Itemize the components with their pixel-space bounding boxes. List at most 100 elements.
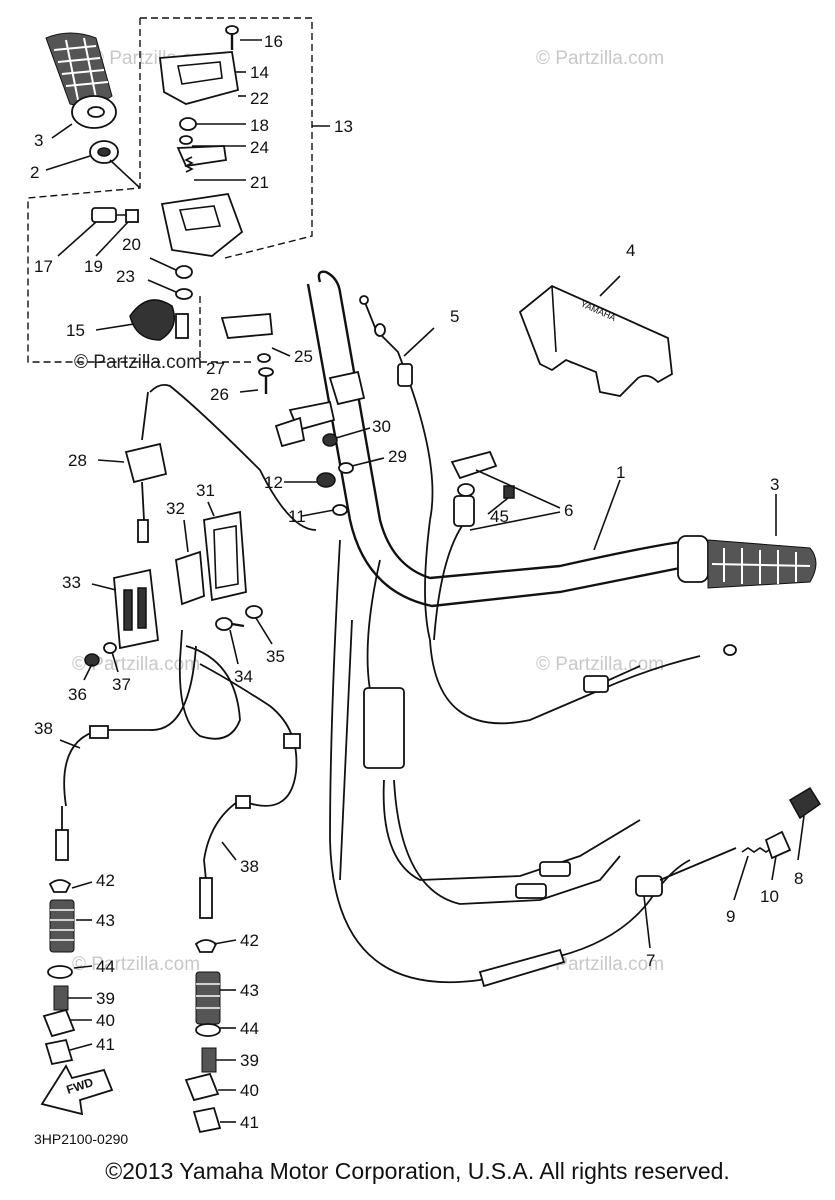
throttle-housing (160, 193, 244, 257)
washer-24 (179, 135, 193, 145)
callout-33: 33 (62, 573, 81, 592)
callout-42-left: 42 (96, 871, 115, 890)
callout-3-right: 3 (770, 475, 779, 494)
callout-11: 11 (288, 507, 306, 526)
callout-43-right: 43 (240, 981, 259, 1000)
cable-lower-long (339, 619, 353, 881)
brake-cable-7 (329, 539, 737, 988)
switch-cable-6 (433, 450, 515, 641)
callout-42-right: 42 (240, 931, 259, 950)
callout-41-right: 41 (240, 1113, 259, 1132)
callout-38-right: 38 (240, 857, 259, 876)
callout-3-left: 3 (34, 131, 43, 150)
leader-lines (45, 39, 805, 1123)
washer-27 (257, 353, 271, 363)
callout-5: 5 (450, 307, 459, 326)
washer-35 (245, 605, 263, 619)
clamp-25 (220, 313, 273, 339)
callout-7: 7 (646, 951, 655, 970)
lever-bracket (274, 370, 366, 448)
callout-44-left: 44 (96, 957, 115, 976)
callouts: 16 14 22 18 24 13 21 3 2 17 19 20 23 15 … (30, 32, 803, 1132)
right-fastener-stack (184, 939, 222, 1134)
callout-45: 45 (490, 507, 509, 526)
lever-plate (176, 145, 228, 167)
joint-8 (788, 786, 822, 820)
right-grip (677, 535, 817, 589)
callout-18: 18 (250, 116, 269, 135)
washer-29 (338, 462, 354, 474)
left-fastener-stack (42, 879, 76, 1066)
handlebar (306, 270, 681, 608)
assembly-13-box-upper (140, 17, 313, 259)
callout-44-right: 44 (240, 1019, 259, 1038)
screw-36 (84, 653, 100, 667)
throttle-cover (158, 51, 240, 105)
callout-29: 29 (388, 447, 407, 466)
callout-17: 17 (34, 257, 53, 276)
cable-5 (359, 295, 434, 641)
callout-41-left: 41 (96, 1035, 115, 1054)
callout-19: 19 (84, 257, 103, 276)
callout-25: 25 (294, 347, 313, 366)
assembly-13-box-lower (199, 296, 252, 363)
screw-34 (215, 617, 245, 631)
callout-1: 1 (616, 463, 625, 482)
callout-6: 6 (564, 501, 573, 520)
callout-12: 12 (264, 473, 283, 492)
nut-19 (125, 209, 139, 223)
left-grip (45, 32, 117, 129)
bracket-32 (175, 550, 205, 606)
watermark-bottom-right: © Partzilla.com (536, 954, 664, 975)
callout-43-left: 43 (96, 911, 115, 930)
callout-34: 34 (234, 667, 253, 686)
callout-27: 27 (206, 359, 225, 378)
switch-31 (203, 510, 247, 602)
callout-24: 24 (250, 138, 269, 157)
clutch-cable (149, 383, 641, 905)
callout-30: 30 (372, 417, 391, 436)
handlebar-pad: YAMAHA (518, 284, 673, 397)
washer-37 (103, 642, 117, 654)
nut-18 (179, 117, 197, 131)
callout-36: 36 (68, 685, 87, 704)
grip-ring (89, 140, 119, 164)
callout-35: 35 (266, 647, 285, 666)
callout-16: 16 (264, 32, 283, 51)
callout-23: 23 (116, 267, 135, 286)
callout-39-left: 39 (96, 989, 115, 1008)
bolt-26 (258, 367, 274, 394)
spring-21 (184, 156, 194, 173)
diagram-code: 3HP2100-0290 (34, 1131, 128, 1147)
assembly-13-box-upper-left (27, 18, 160, 363)
watermark-top-right: © Partzilla.com (536, 48, 664, 69)
callout-39-right: 39 (240, 1051, 259, 1070)
fitting-10 (764, 830, 792, 860)
nut-20 (175, 265, 193, 279)
adjuster-12 (316, 472, 336, 488)
callout-20: 20 (122, 235, 141, 254)
callout-8: 8 (794, 869, 803, 888)
hose-left-38 (55, 629, 298, 861)
callout-37: 37 (112, 675, 131, 694)
callout-28: 28 (68, 451, 87, 470)
callout-14: 14 (250, 63, 269, 82)
spring-9 (741, 847, 773, 853)
fwd-arrow: FWD (40, 1064, 114, 1116)
callout-4: 4 (626, 241, 635, 260)
callout-40-left: 40 (96, 1011, 115, 1030)
switch-28 (124, 391, 168, 543)
screw-16 (225, 25, 239, 50)
watermark-bottom-left: © Partzilla.com (72, 954, 200, 975)
throttle-cable (429, 639, 737, 725)
callout-38-left: 38 (34, 719, 53, 738)
callout-9: 9 (726, 907, 735, 926)
callout-40-right: 40 (240, 1081, 259, 1100)
plate-33 (113, 568, 159, 650)
callout-26: 26 (210, 385, 229, 404)
copyright-notice: ©2013 Yamaha Motor Corporation, U.S.A. A… (105, 1158, 730, 1184)
callout-2: 2 (30, 163, 39, 182)
callout-10: 10 (760, 887, 779, 906)
washer-23 (175, 288, 193, 300)
